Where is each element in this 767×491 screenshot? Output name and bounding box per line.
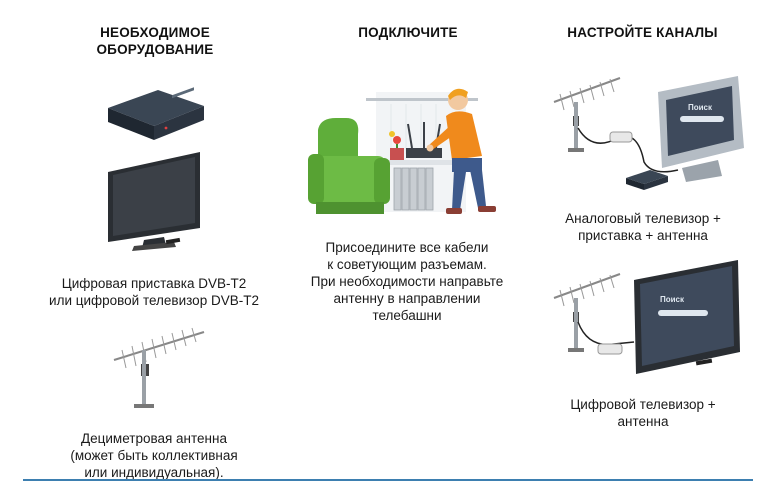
receiver-caption-line-1: Цифровая приставка DVB-T2 [61,276,247,291]
receiver-caption-line-2: или цифровой телевизор DVB-T2 [49,293,259,308]
antenna-caption-line-1: Дециметровая антенна [81,431,227,446]
digital-tv-image [108,152,200,251]
connect-scene-image [308,88,496,214]
analog-tv-scene-image: Поиск [553,76,744,190]
antenna-caption-line-2: (может быть коллективная [70,448,238,463]
connect-caption-line-4: антенну в направлении [333,291,481,306]
heading-connect: ПОДКЛЮЧИТЕ [358,25,458,40]
connect-caption: Присоедините все кабели к советующим раз… [282,239,532,324]
antenna-caption: Дециметровая антенна (может быть коллект… [40,430,268,481]
heading-setup: НАСТРОЙТЕ КАНАЛЫ [567,25,718,40]
connect-caption-line-3: При необходимости направьте [310,274,504,289]
analog-caption: Аналоговый телевизор + приставка + антен… [538,210,748,244]
connect-caption-line-5: телебашни [372,308,442,323]
heading-equipment: НЕОБХОДИМОЕ ОБОРУДОВАНИЕ [60,24,250,58]
connect-caption-line-1: Присоедините все кабели [325,240,489,255]
digital-screen-label: Поиск [660,295,685,304]
digital-caption-line-2: антенна [617,414,669,429]
analog-caption-line-2: приставка + антенна [578,228,708,243]
receiver-caption: Цифровая приставка DVB-T2 или цифровой т… [23,275,285,309]
antenna-caption-line-3: или индивидуальная). [84,465,224,480]
analog-caption-line-1: Аналоговый телевизор + [565,211,721,226]
bottom-divider [23,479,753,481]
digital-caption-line-1: Цифровой телевизор + [570,397,716,412]
set-top-box-image [108,87,204,140]
connect-caption-line-2: к советующим разъемам. [327,257,487,272]
uhf-antenna-image [113,327,205,408]
heading-equipment-line-1: НЕОБХОДИМОЕ [100,25,210,40]
digital-tv-scene-image: Поиск [553,260,740,374]
heading-equipment-line-2: ОБОРУДОВАНИЕ [96,42,214,57]
analog-screen-label: Поиск [688,103,713,112]
digital-caption: Цифровой телевизор + антенна [538,396,748,430]
